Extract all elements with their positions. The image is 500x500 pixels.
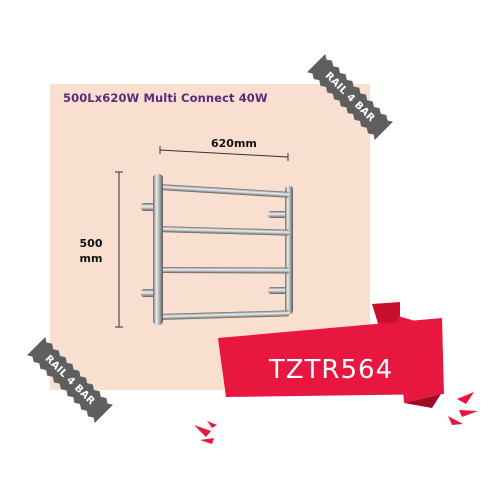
sparkle-decoration-right [448,392,478,425]
sparkle-decoration-left [194,421,217,444]
height-dimension-unit: mm [79,252,103,265]
product-code: TZTR564 [268,355,394,385]
product-code-banner [218,302,444,408]
width-dimension-line [159,146,289,161]
height-dimension-label: 500 mm [74,236,108,266]
height-dimension-line [115,171,123,328]
heated-towel-rail-icon [141,174,293,325]
width-dimension-label: 620mm [211,137,257,150]
height-dimension-value: 500 [79,237,103,250]
product-description: 500Lx620W Multi Connect 40W [63,91,268,105]
